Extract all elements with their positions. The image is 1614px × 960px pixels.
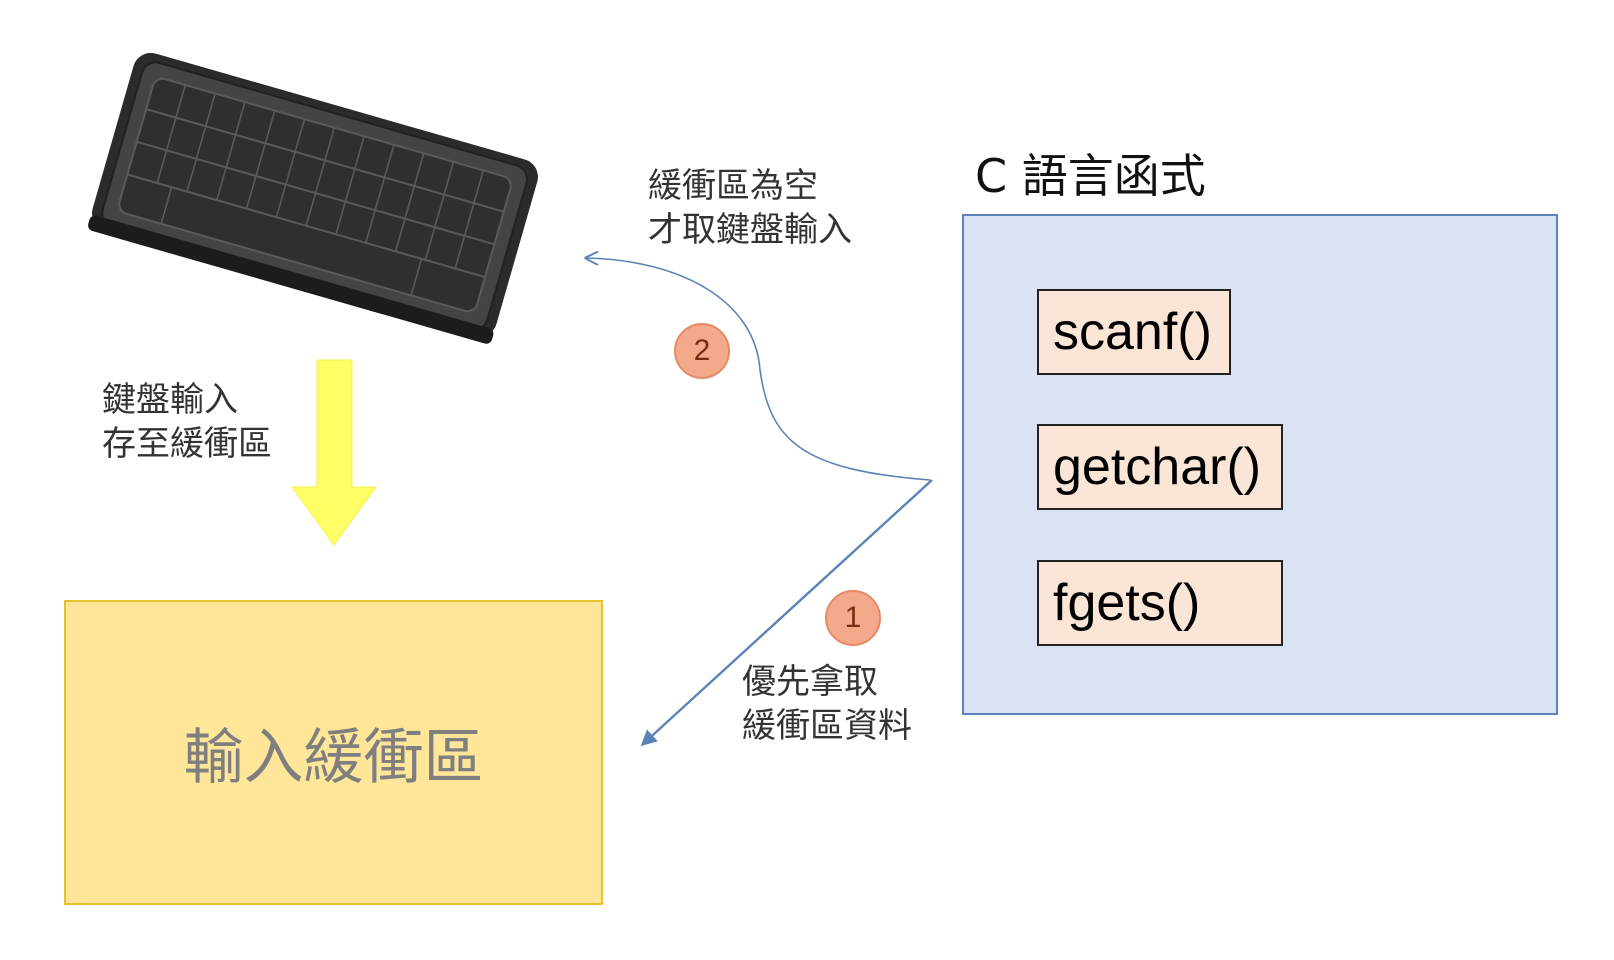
take-from-buffer-line-1: 優先拿取 bbox=[742, 662, 878, 702]
c-functions-title: C 語言函式 bbox=[975, 149, 1206, 203]
buffer-empty-line-2: 才取鍵盤輸入 bbox=[648, 210, 852, 250]
function-getchar: getchar() bbox=[1037, 424, 1283, 510]
arrow-to-keyboard bbox=[586, 258, 931, 481]
take-from-buffer-line-2: 緩衝區資料 bbox=[742, 706, 912, 746]
function-fgets: fgets() bbox=[1037, 560, 1283, 646]
input-buffer-box: 輸入緩衝區 bbox=[64, 600, 603, 905]
c-functions-panel: scanf() getchar() fgets() bbox=[962, 214, 1558, 715]
buffer-empty-label: 緩衝區為空 才取鍵盤輸入 bbox=[648, 164, 852, 252]
store-to-buffer-line-1: 鍵盤輸入 bbox=[102, 380, 238, 420]
step-badge-2: 2 bbox=[674, 323, 730, 379]
down-arrow bbox=[291, 359, 377, 546]
arrow-to-buffer bbox=[640, 479, 933, 747]
input-buffer-label: 輸入緩衝區 bbox=[183, 723, 484, 793]
store-to-buffer-line-2: 存至緩衝區 bbox=[102, 424, 272, 464]
store-to-buffer-label: 鍵盤輸入 存至緩衝區 bbox=[102, 378, 272, 466]
take-from-buffer-label: 優先拿取 緩衝區資料 bbox=[742, 660, 912, 748]
buffer-empty-line-1: 緩衝區為空 bbox=[648, 166, 818, 206]
step-badge-1: 1 bbox=[825, 590, 881, 646]
keyboard-icon bbox=[88, 52, 538, 344]
function-scanf: scanf() bbox=[1037, 289, 1231, 375]
